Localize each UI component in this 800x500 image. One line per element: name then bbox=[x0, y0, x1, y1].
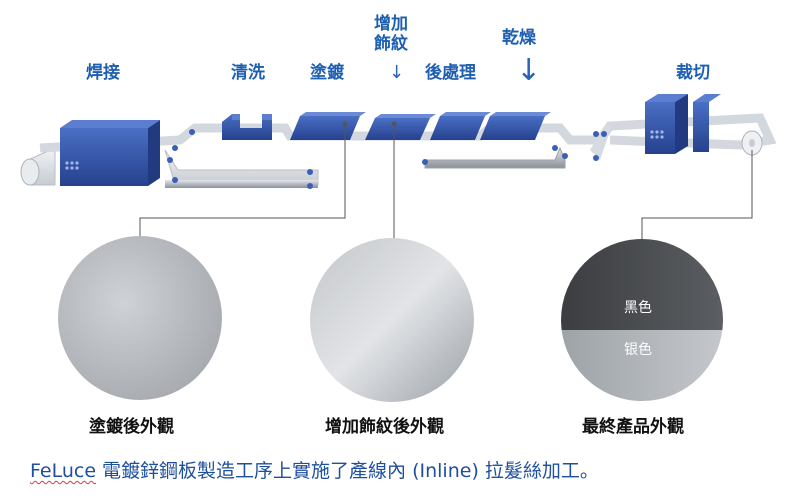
stage-label-texturing-line2: 飾紋 bbox=[374, 34, 408, 54]
leader-lines bbox=[139, 121, 753, 245]
stage-label-drying: 乾燥 bbox=[502, 28, 536, 48]
welding-machine bbox=[60, 120, 160, 186]
footer-text: 電鍍鋅鋼板製造工序上實施了產線內 (Inline) 拉髮絲加工。 bbox=[96, 460, 599, 482]
arrow-down-icon: ↓ bbox=[389, 62, 405, 83]
stage-label-welding: 焊接 bbox=[86, 63, 120, 83]
arrow-down-icon: ↓ bbox=[516, 53, 542, 88]
cleaning-tank bbox=[222, 114, 272, 140]
post-treatment-unit bbox=[430, 112, 491, 140]
texturing-unit bbox=[365, 114, 436, 140]
sample-disc-final-product bbox=[561, 239, 723, 401]
uncoiler-coil bbox=[20, 147, 56, 186]
guide-rollers bbox=[167, 129, 607, 189]
stage-label-cutting: 裁切 bbox=[676, 63, 710, 83]
sample-disc-after-coating bbox=[58, 236, 222, 400]
stage-label-coating: 塗鍍 bbox=[310, 63, 344, 83]
black-swatch-label: 黑色 bbox=[624, 300, 652, 316]
stage-label-post-treatment: 後處理 bbox=[425, 63, 476, 83]
cutting-machine bbox=[645, 94, 721, 154]
brand-name: FeLuce bbox=[30, 460, 97, 482]
coating-unit bbox=[290, 112, 366, 140]
drying-unit bbox=[480, 112, 551, 140]
footer-description: FeLuce 電鍍鋅鋼板製造工序上實施了產線內 (Inline) 拉髮絲加工。 bbox=[30, 456, 599, 483]
stage-label-cleaning: 清洗 bbox=[231, 63, 265, 83]
caption-after-texturing: 增加飾紋後外觀 bbox=[325, 417, 444, 437]
caption-final-product: 最終產品外觀 bbox=[582, 417, 684, 437]
stage-label-texturing-line1: 增加 bbox=[374, 14, 408, 34]
caption-after-coating: 塗鍍後外觀 bbox=[89, 417, 174, 437]
sample-disc-after-texturing bbox=[310, 238, 474, 402]
stage-label-texturing: 增加 飾紋 bbox=[374, 14, 408, 54]
silver-swatch-label: 银色 bbox=[624, 342, 652, 358]
